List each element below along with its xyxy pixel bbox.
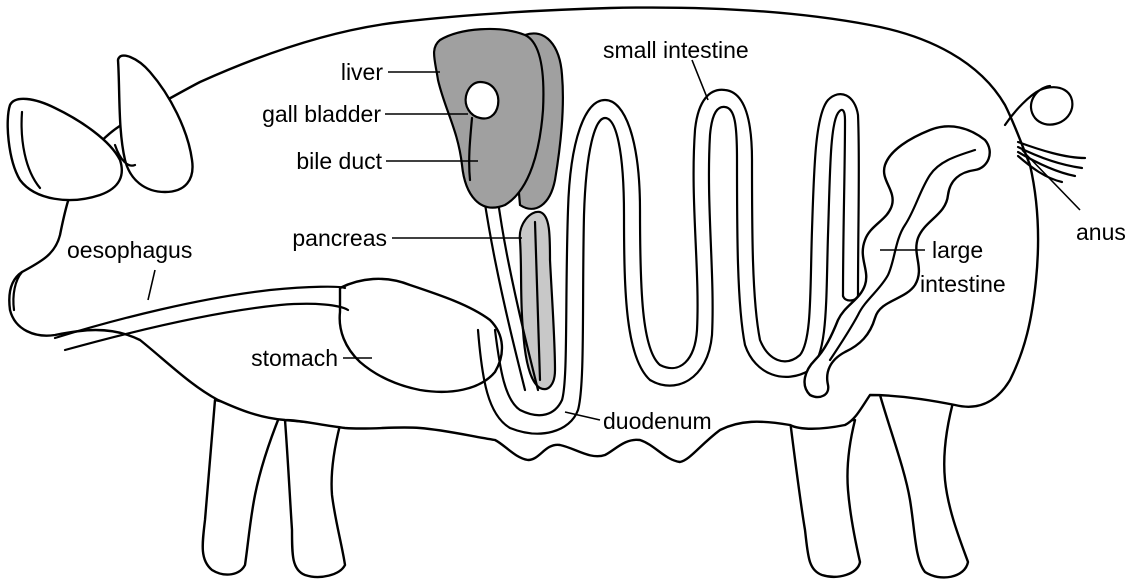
label-stomach: stomach bbox=[251, 345, 338, 371]
label-large-intestine-line1: large bbox=[932, 237, 983, 263]
label-gall-bladder: gall bladder bbox=[262, 101, 381, 127]
label-anus: anus bbox=[1076, 219, 1126, 245]
label-liver: liver bbox=[341, 59, 384, 85]
label-duodenum: duodenum bbox=[603, 408, 712, 434]
hind-leg-front bbox=[880, 395, 968, 577]
label-bile-duct: bile duct bbox=[296, 148, 382, 174]
label-oesophagus: oesophagus bbox=[67, 237, 192, 263]
label-small-intestine: small intestine bbox=[603, 37, 749, 63]
label-large-intestine-line2: intestine bbox=[920, 271, 1006, 297]
gall-bladder-organ bbox=[466, 82, 499, 118]
hind-leg-back bbox=[790, 420, 860, 577]
front-leg-back bbox=[203, 400, 280, 575]
pig-tail bbox=[1005, 86, 1072, 125]
label-pancreas: pancreas bbox=[292, 225, 387, 251]
front-leg-front bbox=[285, 420, 345, 577]
pig-ear-front bbox=[118, 56, 193, 192]
